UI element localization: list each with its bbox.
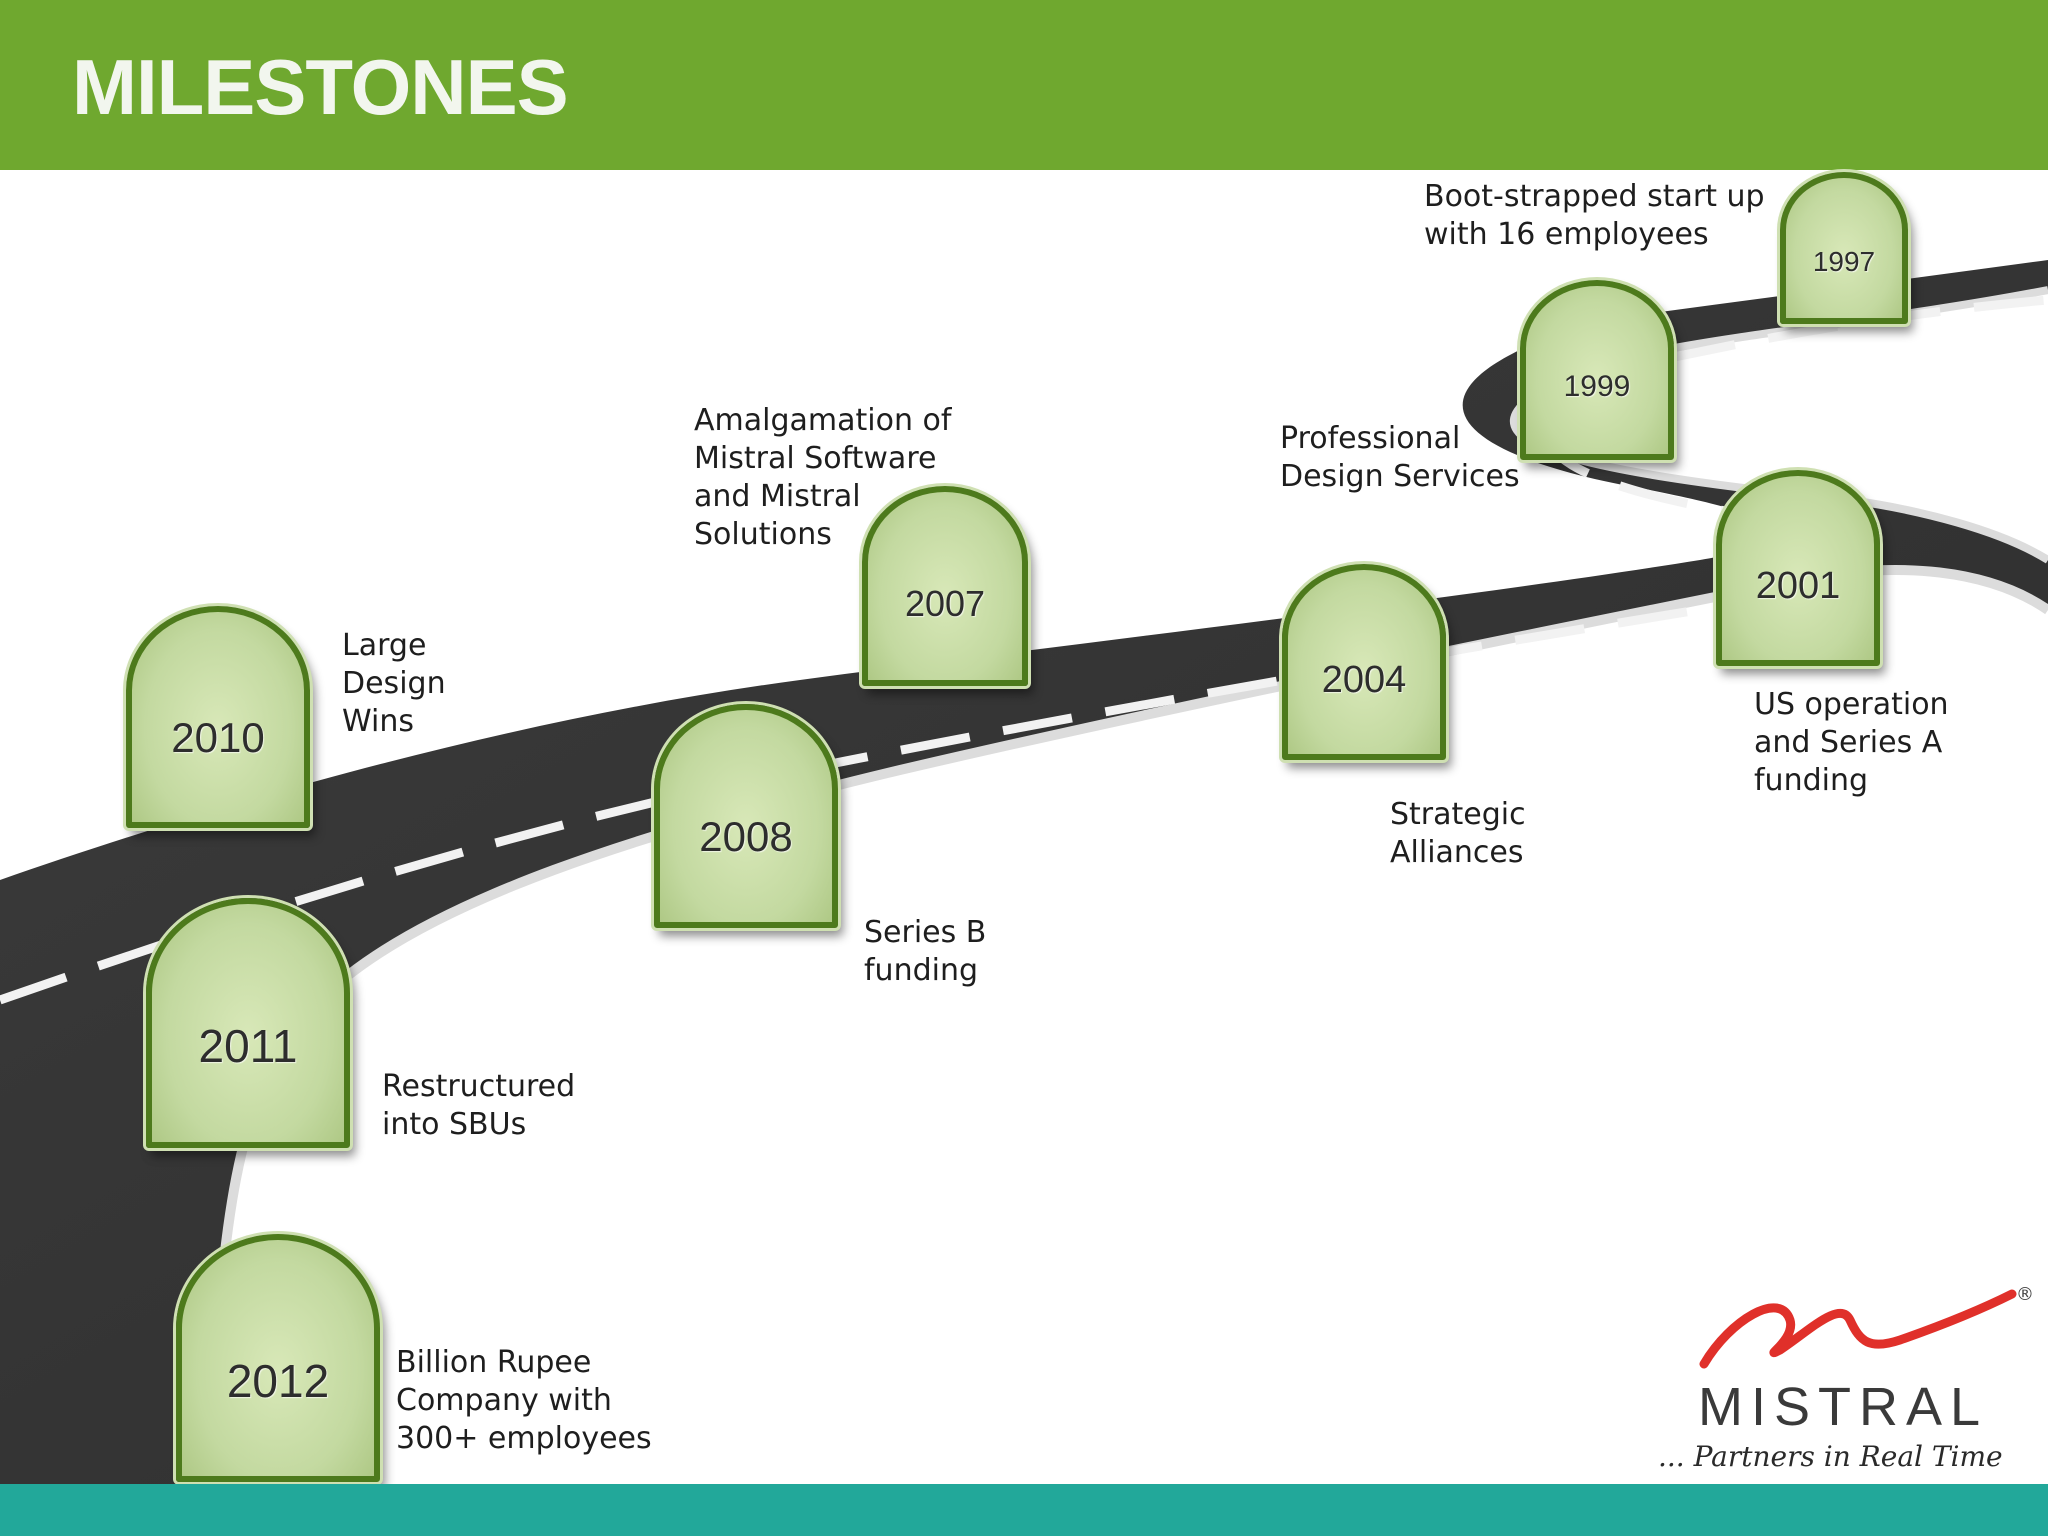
milestone-year: 2010 <box>171 713 265 761</box>
milestone-year: 1999 <box>1563 370 1631 404</box>
milestone-label-1997: Boot-strapped start up with 16 employees <box>1424 179 1765 252</box>
registered-mark: ® <box>2016 1284 2034 1305</box>
milestone-stone-2011: 2011 <box>146 898 350 1148</box>
logo-wordmark: MISTRAL <box>1698 1377 1989 1437</box>
footer-bar <box>0 1484 2048 1536</box>
milestone-label-2007: Amalgamation of Mistral Software and Mis… <box>694 403 952 552</box>
milestone-year: 2007 <box>904 583 986 625</box>
road-edge-line-top <box>1509 286 2048 564</box>
milestone-label-2011: Restructured into SBUs <box>382 1069 576 1142</box>
milestone-year: 2004 <box>1321 658 1407 701</box>
logo-swoosh <box>1699 1289 2017 1369</box>
logo-tagline: ... Partners in Real Time <box>1658 1440 2003 1473</box>
mistral-logo: ® MISTRAL ... Partners in Real Time <box>1640 1280 2040 1480</box>
milestone-year: 2012 <box>226 1355 330 1408</box>
milestone-stone-2012: 2012 <box>176 1234 380 1482</box>
milestone-stone-2010: 2010 <box>126 606 310 828</box>
milestone-label-2008: Series B funding <box>864 915 987 988</box>
milestone-stone-2004: 2004 <box>1282 564 1446 760</box>
milestone-label-1999: Professional Design Services <box>1280 421 1520 494</box>
header-bar: MILESTONES <box>0 0 2048 170</box>
milestone-stone-2008: 2008 <box>654 704 838 928</box>
milestone-label-2004: Strategic Alliances <box>1390 797 1526 870</box>
milestone-year: 2011 <box>198 1020 298 1073</box>
milestone-year: 1997 <box>1812 245 1876 277</box>
milestone-year: 2008 <box>699 812 793 860</box>
milestone-stone-2007: 2007 <box>862 486 1028 686</box>
milestone-label-2012: Billion Rupee Company with 300+ employee… <box>396 1345 652 1456</box>
page-title: MILESTONES <box>72 43 569 131</box>
milestone-year: 2001 <box>1755 564 1841 607</box>
milestone-stone-1999: 1999 <box>1520 280 1674 460</box>
milestone-label-2001: US operation and Series A funding <box>1754 687 1949 798</box>
milestone-label-2010: Large Design Wins <box>342 628 446 739</box>
milestone-stone-2001: 2001 <box>1716 470 1880 666</box>
milestone-stone-1997: 1997 <box>1780 172 1908 324</box>
